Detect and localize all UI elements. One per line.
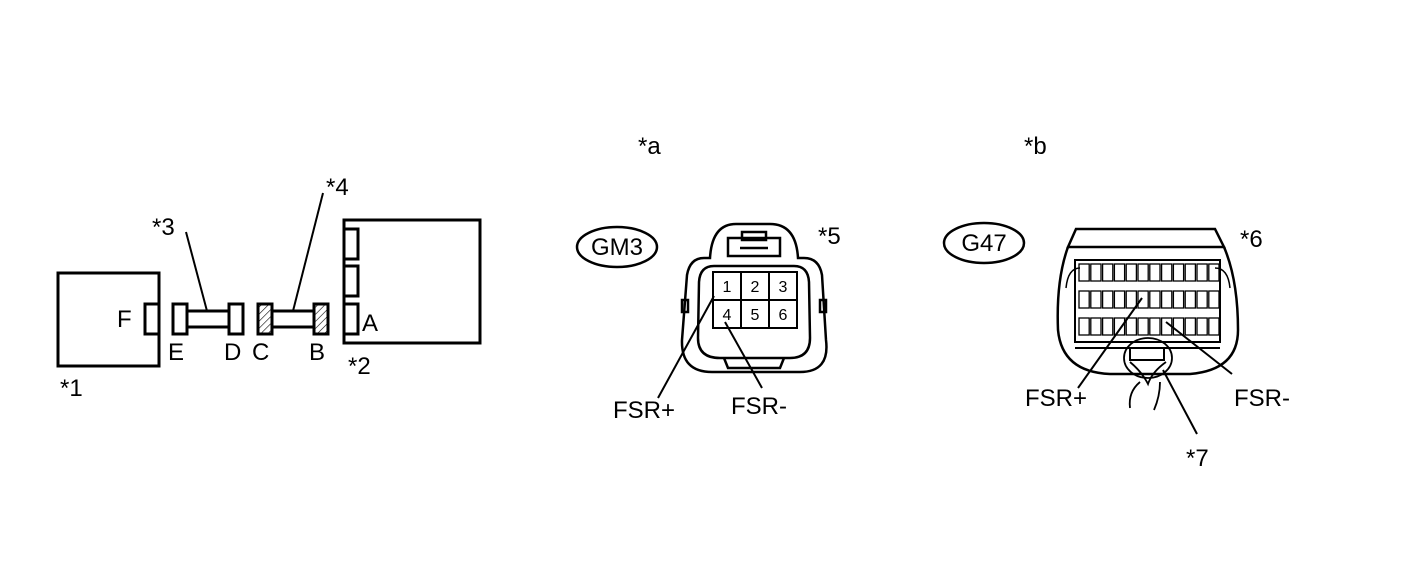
cavity [1090, 317, 1102, 336]
test-lead-4-callout: *4 [326, 174, 349, 201]
cavity [1078, 317, 1090, 336]
fsr-minus-label-b: FSR- [1234, 385, 1290, 412]
pin-5-label: 5 [751, 307, 760, 324]
connector-g47-callout: *6 [1240, 226, 1263, 253]
connector-id-g47: G47 [961, 230, 1006, 257]
cavity [1184, 263, 1197, 282]
cavity [1125, 263, 1138, 282]
cavity [1101, 317, 1114, 336]
terminal-f-label: F [117, 306, 132, 333]
cavity [1125, 317, 1138, 336]
leader-3 [185, 231, 208, 312]
component-2 [342, 218, 482, 345]
cavity [1090, 290, 1102, 309]
cavity [1090, 263, 1102, 282]
cavity [1208, 317, 1220, 336]
connector-id-gm3: GM3 [591, 234, 643, 261]
cavity [1137, 290, 1149, 309]
cavity [1149, 317, 1161, 336]
cavity [1078, 263, 1090, 282]
component-2-callout: *2 [348, 353, 371, 380]
cavity [1113, 290, 1126, 309]
cavity [1172, 290, 1185, 309]
cavity [1160, 263, 1173, 282]
leader-fsr-minus-a [724, 321, 763, 389]
fsr-plus-label-a: FSR+ [613, 397, 675, 424]
pin-1-label: 1 [723, 279, 732, 296]
connector-g47-body [1056, 227, 1240, 376]
connector-gm3-callout: *5 [818, 223, 841, 250]
view-b-label: *b [1024, 133, 1047, 160]
leader-7 [1162, 369, 1198, 435]
terminal-a-label: A [362, 310, 378, 337]
terminal-d-label: D [224, 339, 241, 366]
wire-harness-7 [1123, 337, 1173, 411]
cavity [1196, 263, 1208, 282]
pin-6-label: 6 [779, 307, 788, 324]
connector-id-badge-g47: G47 [942, 221, 1026, 265]
cavity [1172, 263, 1185, 282]
cavity [1184, 290, 1197, 309]
terminal-c-label: C [252, 339, 269, 366]
leader-fsr-plus-b [1077, 297, 1143, 389]
terminal-b-label: B [309, 339, 325, 366]
leader-4 [292, 192, 324, 312]
cavity [1113, 263, 1126, 282]
cavity [1101, 290, 1114, 309]
leader-fsr-plus-a [657, 295, 715, 399]
fsr-plus-label-b: FSR+ [1025, 385, 1087, 412]
cavity [1149, 290, 1161, 309]
cavity [1137, 263, 1149, 282]
cavity [1125, 290, 1138, 309]
connector-gm3-face [680, 222, 828, 374]
cavity [1196, 317, 1208, 336]
pin-2-label: 2 [751, 279, 760, 296]
wire-harness-7-callout: *7 [1186, 445, 1209, 472]
cavity [1078, 290, 1090, 309]
test-lead-3-callout: *3 [152, 214, 175, 241]
connector-g47-cavities [1078, 263, 1220, 336]
connector-id-badge-gm3: GM3 [575, 225, 659, 269]
terminal-e-label: E [168, 339, 184, 366]
leader-fsr-minus-b [1165, 321, 1233, 375]
cavity [1149, 263, 1161, 282]
cavity [1160, 290, 1173, 309]
pin-3-label: 3 [779, 279, 788, 296]
cavity [1184, 317, 1197, 336]
cavity [1172, 317, 1185, 336]
cavity [1208, 263, 1220, 282]
component-1-callout: *1 [60, 375, 83, 402]
cavity [1137, 317, 1149, 336]
cavity [1208, 290, 1220, 309]
fsr-minus-label-a: FSR- [731, 393, 787, 420]
test-lead-3 [171, 302, 245, 336]
cavity [1101, 263, 1114, 282]
component-1 [56, 271, 161, 368]
cavity [1196, 290, 1208, 309]
pin-4-label: 4 [723, 307, 732, 324]
view-a-label: *a [638, 133, 661, 160]
cavity [1113, 317, 1126, 336]
